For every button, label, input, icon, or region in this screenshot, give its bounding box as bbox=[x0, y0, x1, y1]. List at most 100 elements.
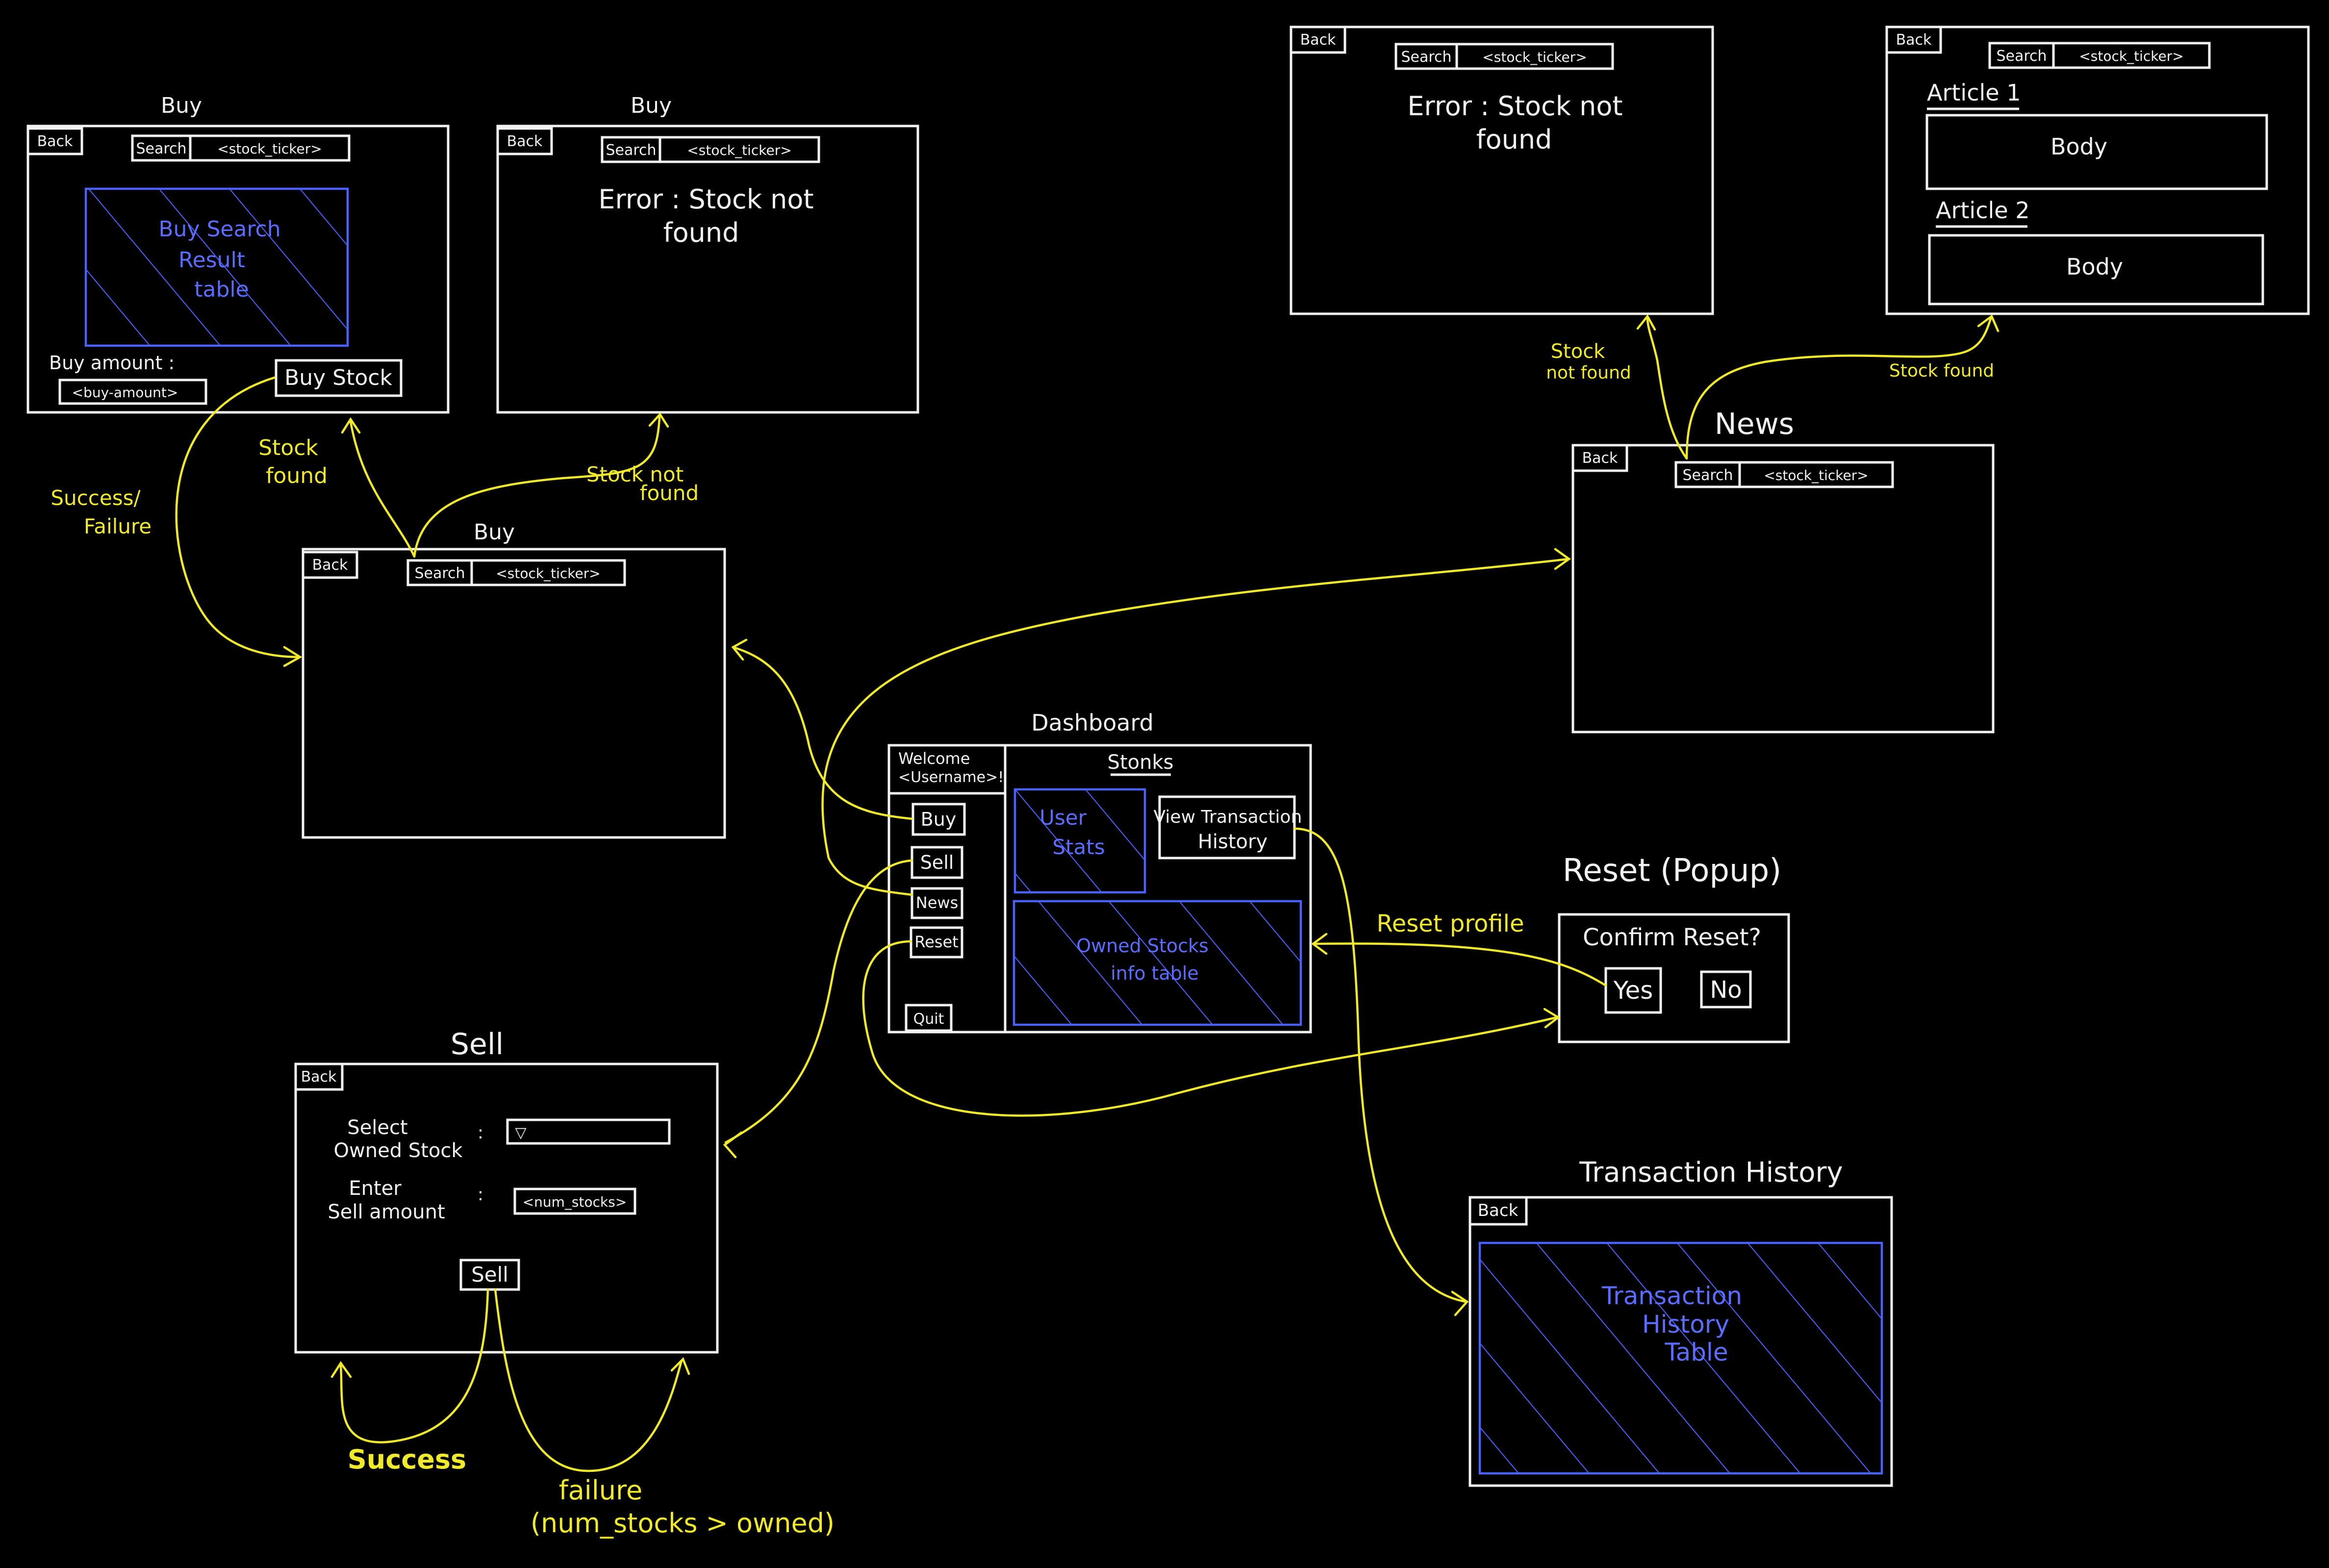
sell-frame bbox=[294, 1062, 719, 1354]
no-button[interactable] bbox=[1700, 970, 1752, 1009]
article-body bbox=[1925, 114, 2268, 190]
welcome-text: Welcome bbox=[898, 749, 970, 768]
dropdown-arrow-icon: ▽ bbox=[515, 1124, 526, 1141]
sell-amount-input[interactable] bbox=[513, 1188, 636, 1215]
ticker-placeholder: <stock_ticker> bbox=[1482, 49, 1587, 65]
back-label: Back bbox=[1582, 450, 1618, 467]
yes-label: Yes bbox=[1613, 976, 1653, 1005]
buy-amount-input[interactable] bbox=[58, 379, 207, 405]
buy-result-screen: Buy Back Search <stock_ticker> Buy Searc… bbox=[26, 93, 450, 414]
history-table-label: Table bbox=[1664, 1338, 1728, 1366]
view-history-label: View Transaction bbox=[1154, 807, 1302, 827]
back-label: Back bbox=[1896, 31, 1932, 49]
buy-error-title: Buy bbox=[631, 93, 672, 118]
error-message: Error : Stock not bbox=[598, 184, 813, 215]
sell-amount-label: Sell amount bbox=[328, 1201, 445, 1223]
error-message: Error : Stock not bbox=[1407, 91, 1622, 122]
reset-popup-title: Reset (Popup) bbox=[1563, 853, 1781, 889]
nav-news-label: News bbox=[916, 893, 958, 912]
news-error-frame bbox=[1290, 25, 1714, 315]
back-button[interactable] bbox=[302, 551, 358, 579]
nav-buy-label: Buy bbox=[921, 809, 957, 830]
reset-profile-label: Reset profile bbox=[1377, 910, 1524, 937]
table-label: table bbox=[194, 277, 249, 302]
buy-main-title: Buy bbox=[474, 520, 515, 545]
sell-button[interactable] bbox=[459, 1259, 520, 1291]
ticker-input[interactable] bbox=[189, 134, 351, 162]
sell-button-label: Sell bbox=[471, 1263, 508, 1287]
ticker-placeholder: <stock_ticker> bbox=[1764, 467, 1868, 483]
search-label: Search bbox=[1682, 467, 1733, 484]
error-message: found bbox=[663, 217, 739, 248]
brand-title: Stonks bbox=[1108, 751, 1174, 774]
stock-found-label: Stock bbox=[258, 435, 318, 460]
back-label: Back bbox=[1300, 31, 1336, 49]
select-stock-label: Owned Stock bbox=[334, 1139, 463, 1162]
sell-title: Sell bbox=[451, 1027, 504, 1062]
sell-amount-label: Enter bbox=[349, 1177, 402, 1200]
buy-result-frame bbox=[26, 125, 450, 414]
owned-stocks-label: info table bbox=[1111, 962, 1199, 984]
buy-error-screen: Buy Back Search <stock_ticker> Error : S… bbox=[496, 93, 919, 414]
stock-not-found-label: found bbox=[640, 481, 699, 505]
owned-stocks-table bbox=[1013, 900, 1302, 1026]
ticker-input[interactable] bbox=[1455, 43, 1614, 70]
nav-quit-button[interactable] bbox=[905, 1004, 953, 1032]
transaction-history-screen: Transaction History Back Transaction His… bbox=[1468, 1157, 1893, 1487]
transaction-history-table bbox=[1478, 1241, 1883, 1475]
history-frame bbox=[1468, 1196, 1893, 1487]
article-body-label: Body bbox=[2066, 253, 2123, 280]
nav-sell-button[interactable] bbox=[911, 846, 963, 879]
sell-screen: Sell Back Select Owned Stock : ▽ Enter S… bbox=[294, 1027, 719, 1354]
history-table-label: Transaction bbox=[1601, 1282, 1742, 1310]
arrow-labels: Success/ Failure Stock found Stock not f… bbox=[51, 340, 1994, 1539]
success-failure-label: Success/ bbox=[51, 486, 141, 510]
buy-stock-button[interactable] bbox=[275, 359, 403, 397]
ticker-input[interactable] bbox=[658, 136, 820, 163]
history-table-label: History bbox=[1642, 1310, 1729, 1339]
back-button[interactable] bbox=[294, 1062, 344, 1091]
view-history-label: History bbox=[1198, 831, 1267, 853]
article-body-label: Body bbox=[2051, 133, 2107, 160]
news-articles-frame bbox=[1885, 25, 2310, 315]
article-body bbox=[1928, 234, 2264, 305]
buy-amount-label: Buy amount : bbox=[49, 352, 175, 374]
back-button[interactable] bbox=[1885, 25, 1942, 54]
article-title[interactable]: Article 1 bbox=[1927, 79, 2021, 106]
user-stats-panel bbox=[1013, 788, 1146, 894]
reset-popup: Reset (Popup) Confirm Reset? Yes No bbox=[1558, 853, 1790, 1043]
back-button[interactable] bbox=[26, 127, 83, 155]
owned-stocks-label: Owned Stocks bbox=[1076, 935, 1209, 957]
ticker-input[interactable] bbox=[1738, 461, 1894, 488]
ticker-input[interactable] bbox=[470, 559, 626, 586]
search-label: Search bbox=[606, 142, 656, 159]
news-error-screen: Back Search <stock_ticker> Error : Stock… bbox=[1290, 25, 1714, 315]
buy-error-frame bbox=[496, 125, 919, 414]
success-failure-label: Failure bbox=[84, 514, 152, 538]
owned-stock-dropdown[interactable] bbox=[506, 1118, 671, 1145]
back-button[interactable] bbox=[1290, 25, 1346, 54]
table-label: Result bbox=[178, 248, 245, 273]
search-label: Search bbox=[1996, 48, 2047, 65]
back-label: Back bbox=[1478, 1201, 1519, 1220]
ticker-placeholder: <stock_ticker> bbox=[687, 142, 791, 158]
news-articles-screen: Back Search <stock_ticker> Article 1 Bod… bbox=[1885, 25, 2310, 315]
back-label: Back bbox=[507, 133, 543, 150]
view-transaction-history-button[interactable] bbox=[1158, 795, 1296, 860]
stock-found-label: found bbox=[266, 463, 328, 488]
nav-quit-label: Quit bbox=[913, 1011, 944, 1028]
dashboard-screen: Dashboard Welcome <Username>! Stonks Buy… bbox=[887, 709, 1312, 1034]
article-title[interactable]: Article 2 bbox=[1936, 197, 2029, 224]
back-button[interactable] bbox=[1468, 1196, 1528, 1226]
buy-amount-placeholder: <buy-amount> bbox=[72, 384, 178, 401]
back-button[interactable] bbox=[1571, 444, 1628, 472]
search-label: Search bbox=[414, 565, 465, 582]
error-message: found bbox=[1476, 124, 1552, 155]
sell-amount-placeholder: <num_stocks> bbox=[523, 1194, 627, 1210]
back-button[interactable] bbox=[496, 127, 553, 155]
nav-reset-label: Reset bbox=[914, 933, 958, 951]
ticker-input[interactable] bbox=[2052, 42, 2211, 69]
yes-button[interactable] bbox=[1604, 967, 1662, 1014]
nav-news-button[interactable] bbox=[911, 887, 963, 919]
